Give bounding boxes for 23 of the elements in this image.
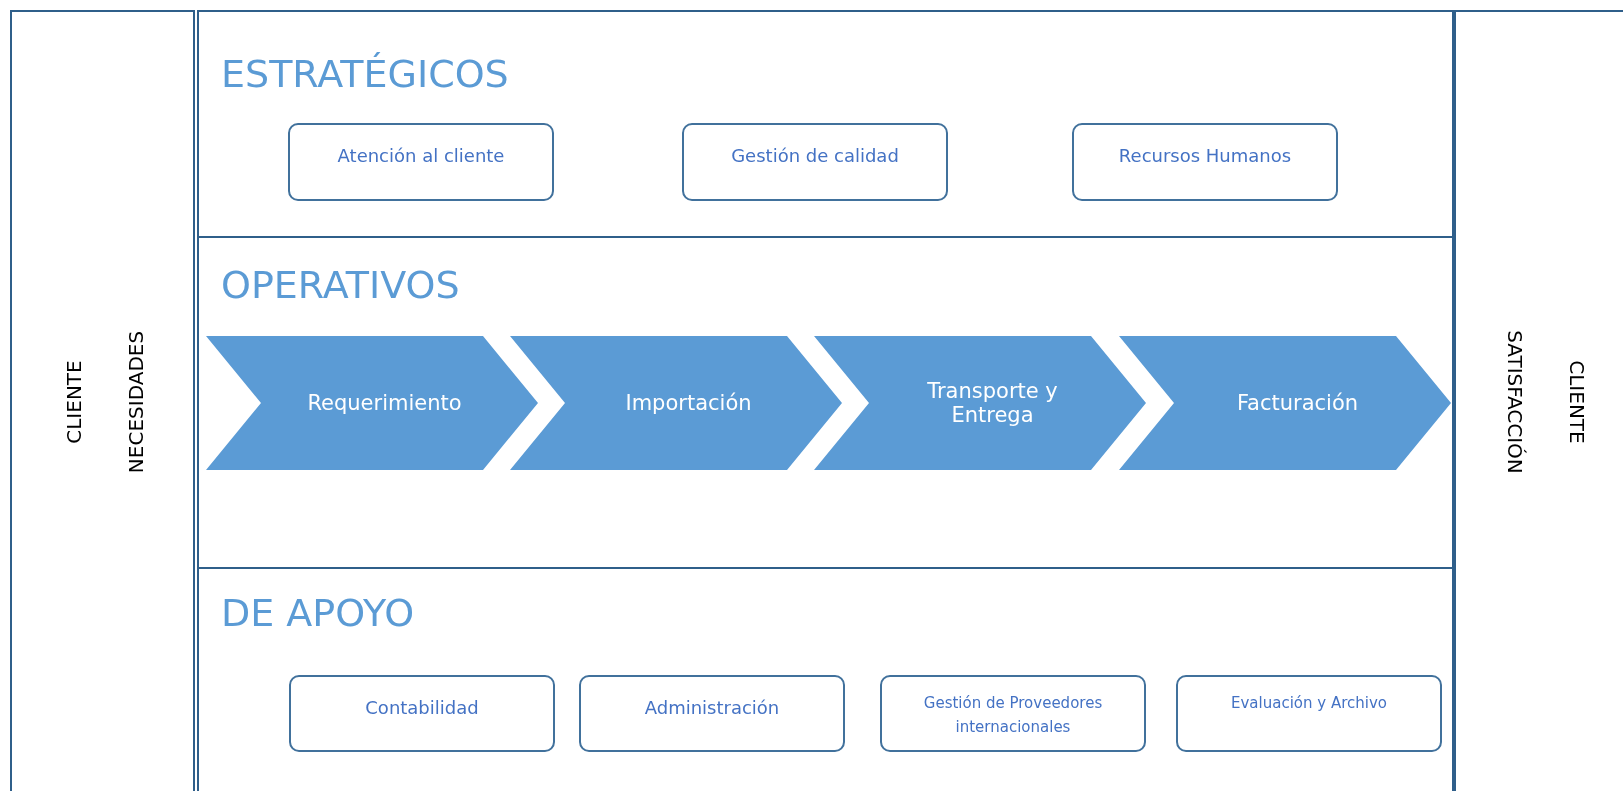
process-band [197, 236, 1454, 567]
process-box: Gestión de calidad [682, 123, 948, 201]
process-box: Contabilidad [289, 675, 555, 752]
process-step: Importación [510, 336, 842, 470]
client-label: CLIENTE [1565, 359, 1589, 444]
section-title: OPERATIVOS [221, 263, 460, 307]
process-step: Requerimiento [206, 336, 538, 470]
process-box: Atención al cliente [288, 123, 554, 201]
client-label: CLIENTE [61, 359, 86, 444]
process-box: Administración [579, 675, 845, 752]
client-label: NECESIDADES [123, 330, 148, 473]
process-step: Transporte y Entrega [814, 336, 1146, 470]
process-box: Recursos Humanos [1072, 123, 1338, 201]
section-title: ESTRATÉGICOS [221, 52, 509, 96]
process-step: Facturación [1119, 336, 1451, 470]
process-band [197, 10, 1454, 236]
process-band [197, 567, 1454, 791]
client-label: SATISFACCIÓN [1503, 329, 1527, 474]
client-band [1454, 10, 1623, 791]
process-box: Evaluación y Archivo [1176, 675, 1442, 752]
process-box: Gestión de Proveedores internacionales [880, 675, 1146, 752]
client-band [10, 10, 195, 791]
section-title: DE APOYO [221, 591, 415, 635]
